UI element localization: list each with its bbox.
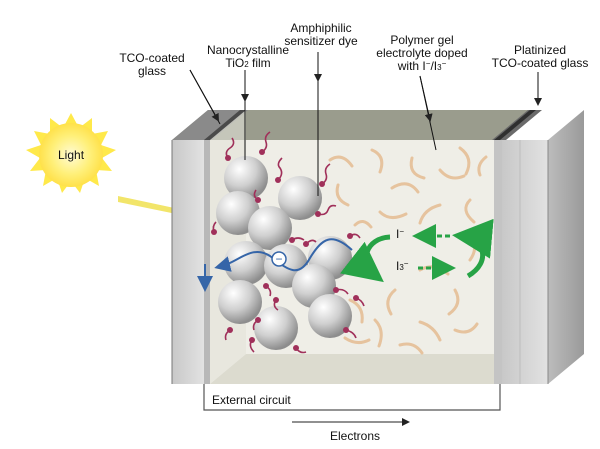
gel-electrolyte-label: Polymer gel electrolyte doped with I−/I3… [372, 34, 472, 74]
redox-cycle-left-arrow [340, 234, 391, 283]
gel-line3: with I−/I3− [372, 59, 472, 74]
back-pt-layer [494, 140, 502, 384]
tco-glass-line2: glass [137, 64, 166, 78]
gel-line1: Polymer gel [390, 33, 454, 47]
gel-line2: electrolyte doped [376, 46, 468, 60]
triiodide-symbol: I [396, 259, 400, 273]
external-circuit-wire [203, 384, 501, 411]
tio2-prefix: TiO [225, 56, 245, 70]
tco-glass-label: TCO-coated glass [112, 52, 192, 78]
electron-marker [271, 251, 287, 267]
back-glass [502, 140, 548, 384]
gel-line3-sup2: − [441, 59, 447, 68]
dye-label: Amphiphilic sensitizer dye [276, 22, 366, 48]
gel-line3-prefix: with I [397, 59, 426, 73]
tio2-line2: TiO2 film [200, 57, 296, 71]
cell-right-face [548, 110, 584, 384]
iodide-label: I− [396, 227, 405, 242]
electron-symbol: − [275, 252, 282, 266]
triiodide-subscript: 3 [399, 263, 404, 272]
triiodide-label: I3− [396, 259, 409, 274]
iodide-charge: − [399, 227, 405, 236]
triiodide-charge: − [403, 259, 409, 268]
pt-coating-top [494, 110, 536, 140]
pt-line2: TCO-coated glass [491, 56, 589, 70]
sun-icon [26, 113, 116, 193]
tio2-line1: Nanocrystalline [206, 43, 290, 57]
dye-line2: sensitizer dye [284, 34, 358, 48]
tco-leader-arrow [189, 69, 219, 122]
front-glass [172, 140, 204, 384]
redox-cycle-right-arrow [452, 218, 494, 279]
tio2-film-label: Nanocrystalline TiO2 film [200, 44, 296, 71]
tco-glass-line1: TCO-coated [119, 51, 185, 65]
front-glass-top [172, 110, 248, 140]
gel-leader-arrow [419, 75, 433, 122]
gel-line3-sub: 3 [437, 63, 442, 72]
light-label: Light [58, 148, 85, 162]
gel-line3-sup1: − [425, 59, 431, 68]
tio2-suffix: film [248, 56, 271, 70]
gel-line3-mid: /I [430, 59, 438, 73]
front-tco-layer [204, 140, 210, 384]
platinized-glass-label: Platinized TCO-coated glass [484, 44, 596, 70]
chamber-floor [210, 354, 510, 384]
electron-path [214, 238, 353, 272]
tco-coating-top [204, 110, 246, 140]
external-circuit-label: External circuit [212, 393, 291, 407]
tio2-subscript: 2 [244, 60, 249, 69]
iodide-symbol: I [396, 227, 400, 241]
electrons-label: Electrons [330, 429, 381, 443]
pt-line1: Platinized [513, 43, 567, 57]
dye-anchor-dots [211, 149, 359, 351]
cell-top-face [172, 110, 540, 140]
dye-line1: Amphiphilic [290, 21, 352, 35]
